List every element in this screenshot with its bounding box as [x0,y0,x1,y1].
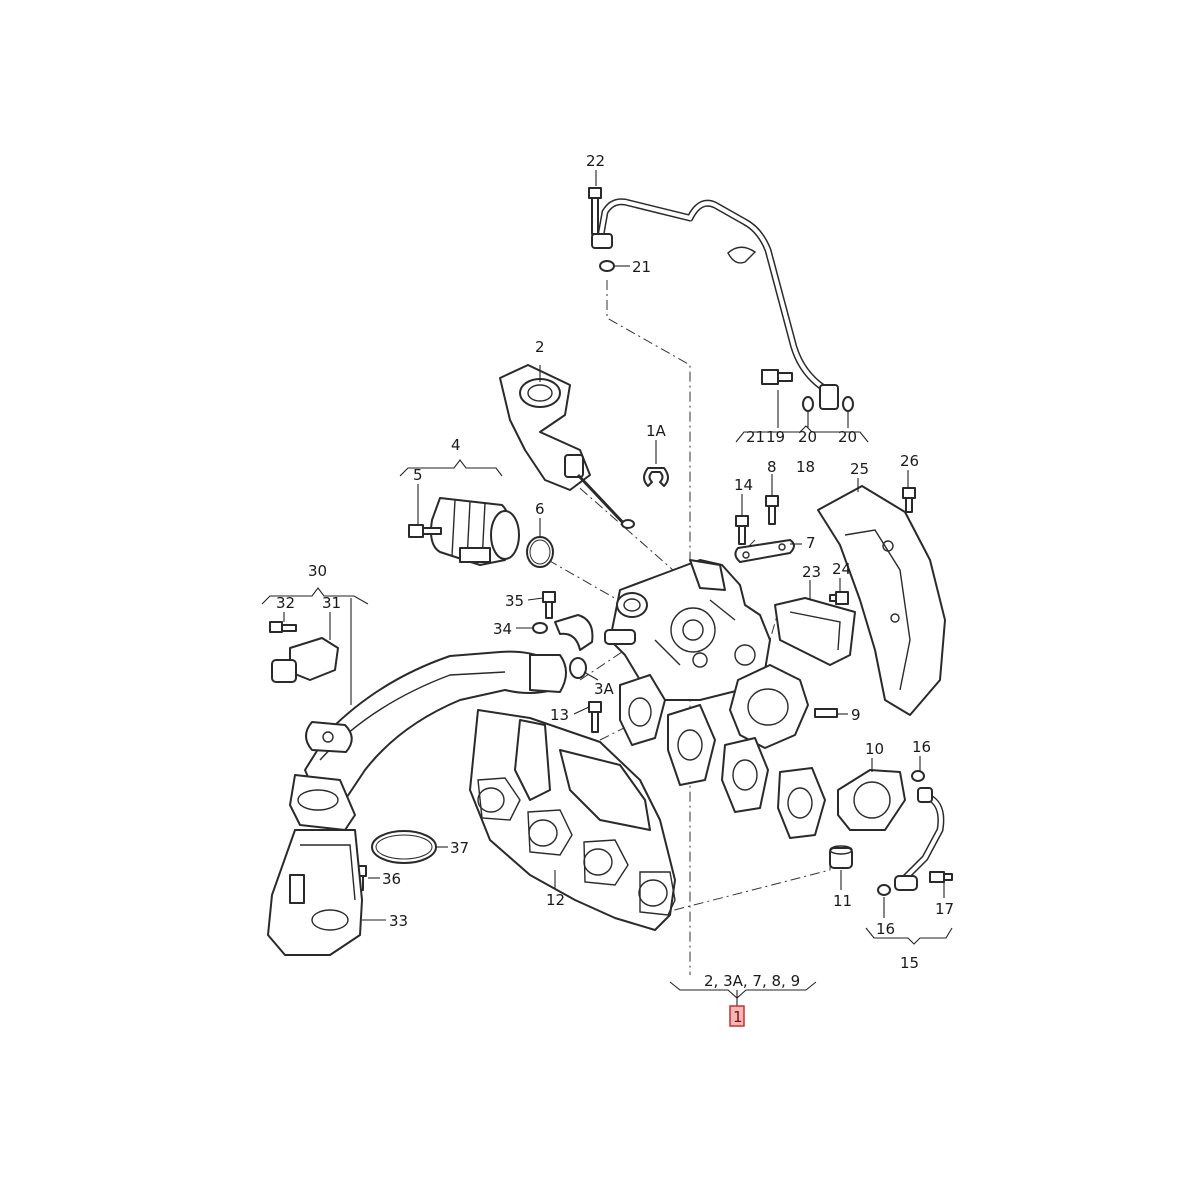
label-34: 34 [493,620,512,638]
label-14: 14 [734,476,753,494]
label-1A: 1A [646,422,667,440]
label-13: 13 [550,706,569,724]
label-11: 11 [833,892,852,910]
elbow-34[interactable] [532,614,594,651]
gasket-10[interactable] [837,769,906,831]
label-37: 37 [450,839,469,857]
washers-16[interactable] [877,770,925,896]
label-8: 8 [767,458,777,476]
air-hose-4[interactable] [430,497,520,566]
connector-33[interactable] [267,829,363,956]
bolt-14[interactable] [735,515,749,545]
stud-9[interactable] [814,708,838,718]
charge-air-pipe[interactable] [289,650,567,831]
label-19: 19 [766,428,785,446]
bolt-35[interactable] [542,591,556,619]
o-ring-6[interactable] [526,536,554,568]
label-1: 1 [733,1008,743,1026]
label-6: 6 [535,500,545,518]
label-7: 7 [806,534,816,552]
label-16-bottom: 16 [876,920,895,938]
label-32: 32 [276,594,295,612]
label-35: 35 [505,592,524,610]
oil-return-pipe-15[interactable] [894,787,945,891]
turbocharger-housing[interactable] [604,559,771,701]
heat-shield-25[interactable] [817,485,946,716]
bolt-24[interactable] [829,591,849,605]
washers-20[interactable] [802,396,854,412]
bolt-26[interactable] [902,487,916,513]
seal-3A[interactable] [569,657,587,679]
clip-1A[interactable] [643,467,669,487]
sleeve-11[interactable] [829,845,853,869]
label-26: 26 [900,452,919,470]
label-36: 36 [382,870,401,888]
label-16-top: 16 [912,738,931,756]
turbo-outlet-flange[interactable] [729,664,809,749]
bolt-8[interactable] [765,495,779,525]
banjo-bolt-19[interactable] [761,369,793,385]
label-24: 24 [832,560,851,578]
bolt-32[interactable] [269,621,297,633]
label-9: 9 [851,706,861,724]
heat-shield-23[interactable] [774,597,856,666]
label-20-left: 20 [798,428,817,446]
label-18: 18 [796,458,815,476]
label-5: 5 [413,466,423,484]
bolt-22[interactable] [588,187,602,235]
label-31: 31 [322,594,341,612]
bracket-7[interactable] [734,539,795,563]
pressure-sensor-31[interactable] [271,637,339,683]
label-21-top: 21 [632,258,651,276]
label-17: 17 [935,900,954,918]
bolt-17[interactable] [929,871,953,883]
label-25: 25 [850,460,869,478]
label-20-right: 20 [838,428,857,446]
label-group-2-3A-7-8-9: 2, 3A, 7, 8, 9 [704,972,800,990]
exhaust-flange-gaskets[interactable] [619,674,826,839]
callout-labels: 22 21 2 1A 21 19 20 20 18 4 5 6 14 8 7 2… [276,152,954,990]
bolt-13[interactable] [588,701,602,733]
label-12: 12 [546,891,565,909]
oil-supply-line[interactable] [591,198,839,410]
label-15: 15 [900,954,919,972]
label-21-bottom: 21 [746,428,765,446]
label-23: 23 [802,563,821,581]
main-assembly-callout-1[interactable]: 1 [729,1005,745,1027]
label-10: 10 [865,740,884,758]
wastegate-actuator[interactable] [499,364,635,530]
label-30: 30 [308,562,327,580]
bolt-5[interactable] [408,524,442,538]
label-22: 22 [586,152,605,170]
leader-lines [283,170,945,1006]
label-33: 33 [389,912,408,930]
label-4: 4 [451,436,461,454]
o-ring-37[interactable] [371,830,437,864]
group-braces [261,425,953,999]
label-2: 2 [535,338,545,356]
washer-21-top[interactable] [599,260,615,272]
exhaust-manifold[interactable] [469,709,676,931]
label-3A: 3A [594,680,615,698]
